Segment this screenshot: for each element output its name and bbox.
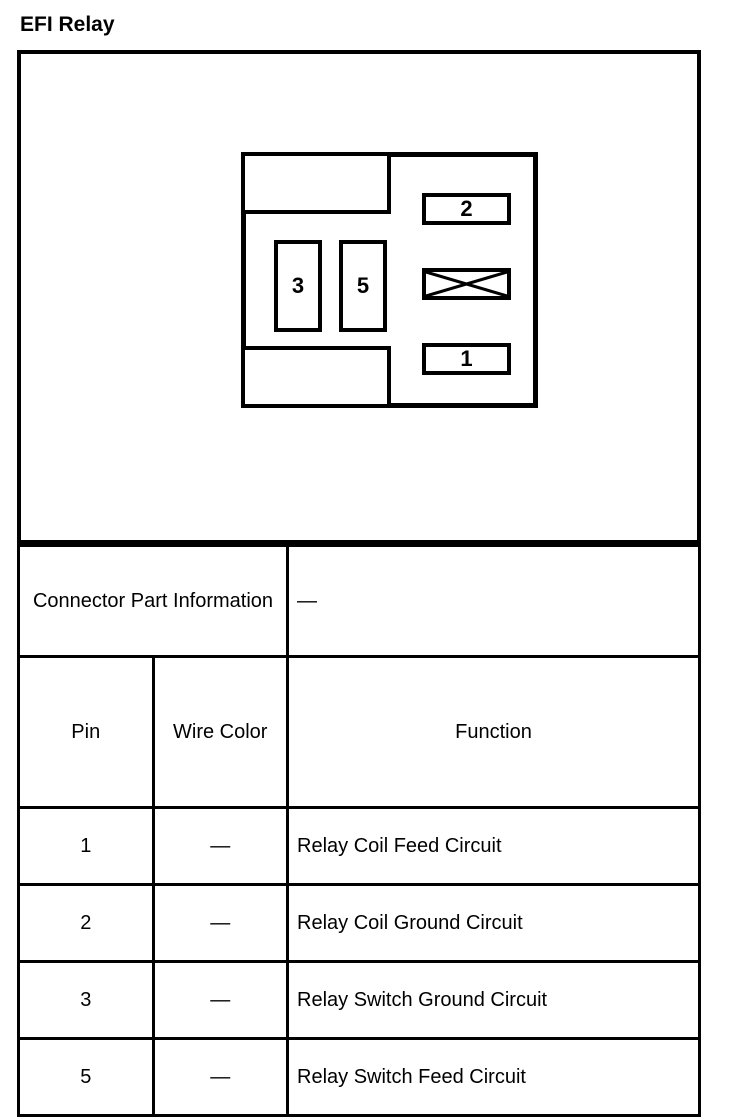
connector-part-information-row: Connector Part Information — [17, 544, 701, 658]
cell-wire-color: — [151, 1037, 289, 1117]
pin-information-table: Connector Part Information — Pin Wire Co… [17, 544, 701, 1117]
cavity-crossed-blank [422, 268, 511, 300]
cavity-pin-5: 5 [339, 240, 387, 332]
cell-wire-color: — [151, 883, 289, 963]
cell-function: Relay Switch Ground Circuit [286, 960, 701, 1040]
cell-function: Relay Coil Ground Circuit [286, 883, 701, 963]
cell-pin: 3 [17, 960, 155, 1040]
cell-pin: 2 [17, 883, 155, 963]
cell-wire-color: — [151, 960, 289, 1040]
relay-diagram-panel: 3 5 2 1 [17, 50, 701, 544]
table-header-row: Pin Wire Color Function [17, 655, 701, 809]
cavity-pin-3: 3 [274, 240, 322, 332]
column-header-function: Function [286, 655, 701, 809]
cavity-bottom-left-blank [245, 346, 391, 404]
table-row: 1 — Relay Coil Feed Circuit [17, 806, 701, 886]
x-cross-icon [426, 272, 507, 296]
cavity-pin-2: 2 [422, 193, 511, 225]
table-row: 3 — Relay Switch Ground Circuit [17, 960, 701, 1040]
cell-wire-color: — [151, 806, 289, 886]
table-row: 2 — Relay Coil Ground Circuit [17, 883, 701, 963]
cavity-top-left-blank [245, 156, 391, 214]
column-header-pin: Pin [17, 655, 155, 809]
table-row: 5 — Relay Switch Feed Circuit [17, 1037, 701, 1117]
column-header-wire-color: Wire Color [151, 655, 289, 809]
cell-function: Relay Switch Feed Circuit [286, 1037, 701, 1117]
page-title: EFI Relay [20, 13, 115, 36]
cell-function: Relay Coil Feed Circuit [286, 806, 701, 886]
connector-part-information-value: — [286, 544, 701, 658]
cell-pin: 1 [17, 806, 155, 886]
connector-part-information-label: Connector Part Information [17, 544, 289, 658]
cavity-pin-1: 1 [422, 343, 511, 375]
cell-pin: 5 [17, 1037, 155, 1117]
connector-body-outline: 3 5 2 1 [241, 152, 538, 408]
